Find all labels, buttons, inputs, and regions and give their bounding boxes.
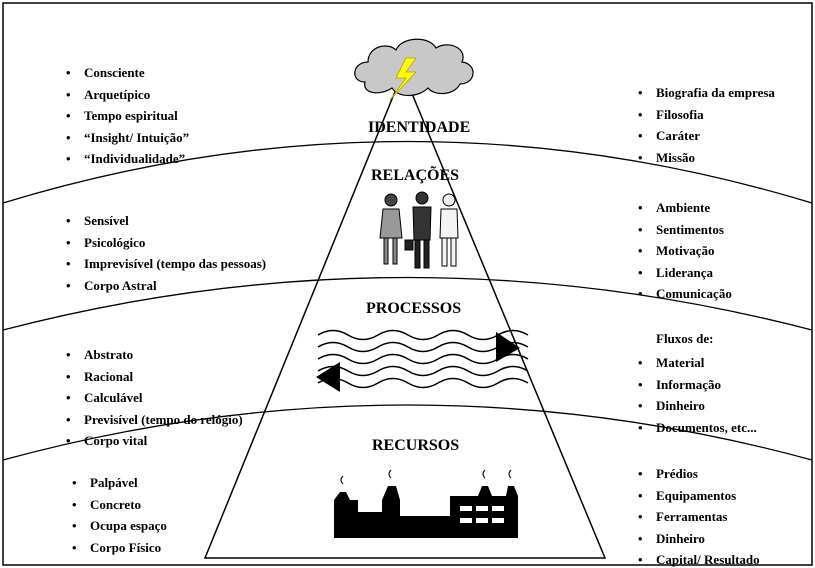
- factory-icon: [334, 469, 518, 538]
- level-title-recursos: RECURSOS: [372, 437, 460, 454]
- list-item: Ocupa espaço: [72, 515, 167, 537]
- list-item: Corpo vital: [66, 430, 243, 452]
- list-item: Biografia da empresa: [638, 82, 775, 104]
- list-item: Consciente: [66, 62, 189, 84]
- list-item: Palpável: [72, 472, 167, 494]
- left-list-relacoes: Sensível Psicológico Imprevisível (tempo…: [66, 210, 266, 296]
- list-item: Filosofia: [638, 104, 775, 126]
- list-item: Equipamentos: [638, 485, 760, 507]
- list-item: Prédios: [638, 463, 760, 485]
- list-item: Ferramentas: [638, 506, 760, 528]
- list-item: Corpo Físico: [72, 537, 167, 559]
- list-item: Ambiente: [638, 197, 732, 219]
- list-item: Sensível: [66, 210, 266, 232]
- left-list-recursos: Palpável Concreto Ocupa espaço Corpo Fís…: [72, 472, 167, 558]
- list-item: “Individualidade”: [66, 148, 189, 170]
- left-list-identidade: Consciente Arquetípico Tempo espiritual …: [66, 62, 189, 170]
- list-item: Racional: [66, 366, 243, 388]
- list-item: Sentimentos: [638, 219, 732, 241]
- people-group-icon: [379, 191, 459, 269]
- right-list-processos: Material Informação Dinheiro Documentos,…: [638, 352, 757, 438]
- list-item: Comunicação: [638, 283, 732, 305]
- cloud-lightning-icon: [354, 38, 474, 101]
- level-title-relacoes: RELAÇÕES: [371, 167, 460, 184]
- list-item: Missão: [638, 147, 775, 169]
- pyramid-outline: [203, 70, 607, 559]
- right-list-identidade: Biografia da empresa Filosofia Caráter M…: [638, 82, 775, 168]
- left-list-processos: Abstrato Racional Calculável Previsível …: [66, 344, 243, 452]
- right-list-relacoes: Ambiente Sentimentos Motivação Liderança…: [638, 197, 732, 305]
- list-item: Dinheiro: [638, 395, 757, 417]
- list-item: Calculável: [66, 387, 243, 409]
- flow-waves-icon: [316, 329, 529, 392]
- list-item: Arquetípico: [66, 84, 189, 106]
- list-item: “Insight/ Intuição”: [66, 127, 189, 149]
- list-item: Capital/ Resultado: [638, 549, 760, 568]
- list-item: Documentos, etc...: [638, 417, 757, 439]
- list-item: Imprevisível (tempo das pessoas): [66, 253, 266, 275]
- right-processos-heading: Fluxos de:: [656, 331, 714, 346]
- list-item: Informação: [638, 374, 757, 396]
- right-list-recursos: Prédios Equipamentos Ferramentas Dinheir…: [638, 463, 760, 568]
- list-item: Material: [638, 352, 757, 374]
- list-item: Corpo Astral: [66, 275, 266, 297]
- list-item: Abstrato: [66, 344, 243, 366]
- list-item: Previsível (tempo do relógio): [66, 409, 243, 431]
- list-item: Motivação: [638, 240, 732, 262]
- list-item: Concreto: [72, 494, 167, 516]
- list-item: Caráter: [638, 125, 775, 147]
- list-item: Psicológico: [66, 232, 266, 254]
- list-item: Tempo espiritual: [66, 105, 189, 127]
- list-item: Liderança: [638, 262, 732, 284]
- arc-identity-relations: [2, 140, 813, 204]
- list-item: Dinheiro: [638, 528, 760, 550]
- level-title-identidade: IDENTIDADE: [368, 119, 471, 136]
- level-title-processos: PROCESSOS: [366, 300, 462, 317]
